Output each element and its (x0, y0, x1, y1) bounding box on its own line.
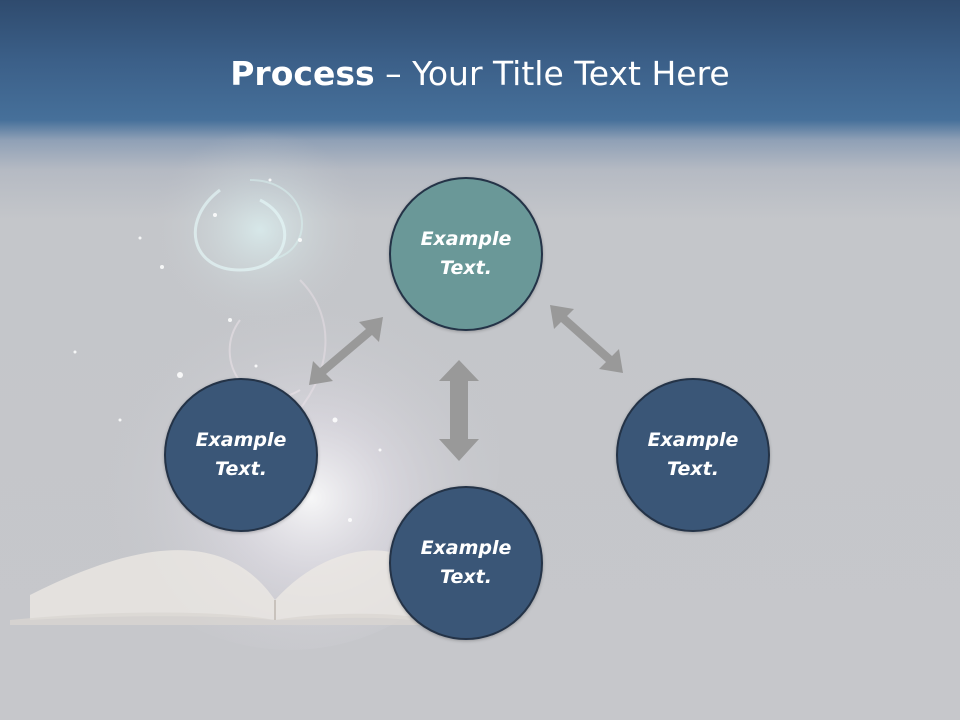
title-rest: – Your Title Text Here (374, 54, 730, 93)
process-node-left: Example Text. (164, 378, 318, 532)
node-text-right: Example Text. (647, 429, 739, 480)
process-node-top: Example Text. (389, 177, 543, 331)
node-text-bottom: Example Text. (420, 537, 512, 588)
double-arrow-vertical (439, 360, 479, 461)
node-text-left: Example Text. (195, 429, 287, 480)
node-text-top: Example Text. (420, 228, 512, 279)
slide-title: Process – Your Title Text Here (0, 52, 960, 96)
double-arrow-left-diagonal (309, 317, 383, 385)
title-bar: Process – Your Title Text Here (0, 0, 960, 150)
process-node-bottom: Example Text. (389, 486, 543, 640)
process-node-right: Example Text. (616, 378, 770, 532)
double-arrow-right-diagonal (550, 305, 623, 373)
title-bold: Process (230, 54, 375, 93)
